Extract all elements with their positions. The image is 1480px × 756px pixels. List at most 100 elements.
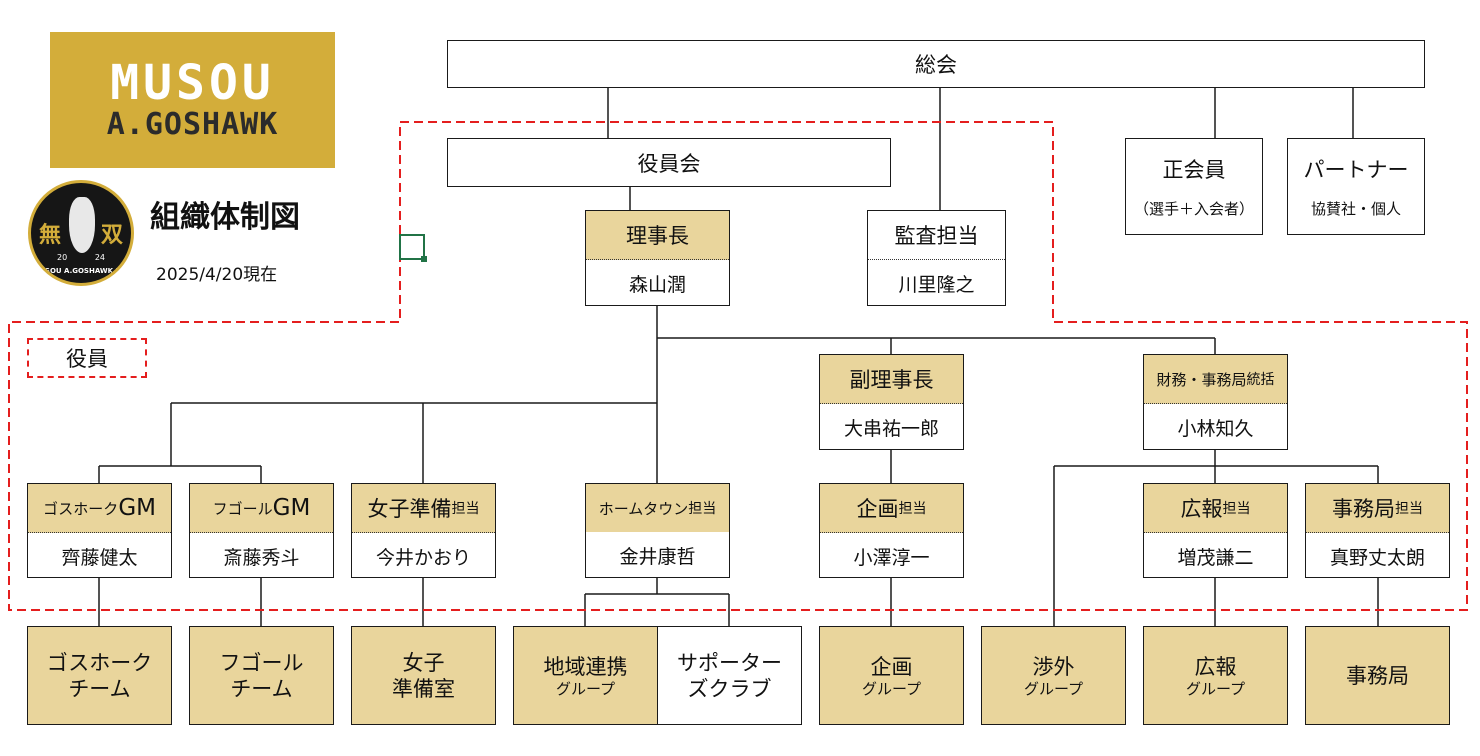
fill-handle[interactable] (421, 256, 427, 262)
finance-role: 財務・事務局統括 (1144, 355, 1287, 404)
goshawk-gm-name: 齊藤健太 (61, 546, 138, 569)
secretariat-role: 事務局担当 (1306, 484, 1449, 533)
chair-role: 理事長 (586, 211, 729, 260)
planning-role: 企画担当 (820, 484, 963, 533)
group-line2: チーム (68, 676, 131, 701)
emblem-year-right: 24 (94, 253, 105, 262)
fugoal-gm-role-prefix: フゴール (212, 499, 273, 518)
vice-chair-name: 大串祐一郎 (843, 417, 939, 440)
planning-card[interactable]: 企画担当 小澤淳一 (819, 483, 964, 578)
planning-role-suffix: 担当 (898, 501, 927, 517)
group-line2: ズクラブ (687, 676, 772, 701)
emblem-kanji-left: 無 (39, 223, 62, 248)
finance-role-suffix: 統括 (1246, 372, 1275, 388)
planning-name: 小澤淳一 (853, 546, 930, 569)
fugoal-gm-name: 斎藤秀斗 (223, 546, 300, 569)
group-external-relations[interactable]: 渉外 グループ (981, 626, 1126, 725)
group-line1: 女子 (402, 650, 445, 675)
partners-title: パートナー (1303, 158, 1409, 182)
group-line1: 企画 (870, 654, 913, 679)
hometown-role-suffix: 担当 (688, 501, 717, 517)
secretariat-name: 真野丈太朗 (1329, 546, 1425, 569)
pr-role-main: 広報 (1180, 497, 1223, 521)
page-title: 組織体制図 (150, 200, 300, 235)
logo-line1: MUSOU (110, 55, 275, 111)
group-line1: サポーター (677, 650, 782, 675)
general-assembly-box[interactable]: 総会 (447, 40, 1425, 88)
emblem-mask-icon (69, 197, 95, 253)
group-fugoal-team[interactable]: フゴール チーム (189, 626, 334, 725)
as-of-date: 2025/4/20現在 (156, 265, 278, 285)
pr-name: 増茂謙二 (1177, 546, 1254, 569)
group-sub: グループ (861, 679, 922, 698)
group-regional-cooperation[interactable]: 地域連携 グループ (513, 626, 658, 725)
finance-name: 小林知久 (1177, 417, 1254, 440)
secretariat-role-suffix: 担当 (1395, 501, 1423, 517)
group-line2: チーム (230, 676, 293, 701)
pr-role: 広報担当 (1144, 484, 1287, 533)
group-line2: 準備室 (392, 676, 455, 701)
logo-line2: A.GOSHAWK (106, 107, 279, 142)
group-line1: 地域連携 (543, 654, 628, 679)
secretariat-role-main: 事務局 (1332, 497, 1395, 521)
hometown-card[interactable]: ホームタウン担当 金井康哲 (585, 483, 730, 578)
group-line1: 事務局 (1346, 663, 1409, 688)
auditor-card[interactable]: 監査担当 川里隆之 (867, 210, 1006, 306)
board-box[interactable]: 役員会 (447, 138, 891, 187)
emblem-kanji-right: 双 (100, 223, 123, 248)
cell-selection-cursor[interactable] (399, 234, 427, 262)
chair-card[interactable]: 理事長 森山潤 (585, 210, 730, 306)
regular-members-box[interactable]: 正会員 （選手＋入会者） (1125, 138, 1263, 235)
secretariat-card[interactable]: 事務局担当 真野丈太朗 (1305, 483, 1450, 578)
finance-role-main: 財務・事務局 (1156, 370, 1247, 389)
planning-role-main: 企画 (856, 497, 899, 521)
group-supporters-club[interactable]: サポーター ズクラブ (657, 626, 802, 725)
group-pr[interactable]: 広報 グループ (1143, 626, 1288, 725)
vice-chair-card[interactable]: 副理事長 大串祐一郎 (819, 354, 964, 450)
hometown-role-main: ホームタウン (598, 499, 689, 518)
women-prep-role: 女子準備担当 (352, 484, 495, 533)
group-line1: 渉外 (1032, 654, 1075, 679)
group-goshawk-team[interactable]: ゴスホーク チーム (27, 626, 172, 725)
women-prep-card[interactable]: 女子準備担当 今井かおり (351, 483, 496, 578)
finance-card[interactable]: 財務・事務局統括 小林知久 (1143, 354, 1288, 450)
goshawk-gm-role-prefix: ゴスホーク (43, 499, 119, 518)
women-prep-role-suffix: 担当 (451, 501, 480, 517)
officers-label: 役員 (27, 338, 147, 378)
group-sub: グループ (1023, 679, 1084, 698)
fugoal-gm-role-main: GM (272, 495, 311, 521)
board-label: 役員会 (637, 151, 701, 176)
pr-role-suffix: 担当 (1222, 501, 1251, 517)
emblem-year-left: 20 (57, 253, 68, 262)
auditor-name: 川里隆之 (898, 273, 975, 296)
group-women-prep-office[interactable]: 女子 準備室 (351, 626, 496, 725)
group-planning[interactable]: 企画 グループ (819, 626, 964, 725)
vice-chair-role: 副理事長 (820, 355, 963, 404)
group-line1: ゴスホーク (46, 650, 153, 675)
hometown-name: 金井康哲 (619, 545, 696, 568)
group-line1: フゴール (219, 650, 304, 675)
auditor-role: 監査担当 (868, 211, 1005, 260)
group-sub: グループ (1185, 679, 1246, 698)
partners-note: 協賛社・個人 (1310, 200, 1401, 218)
group-sub: グループ (555, 679, 616, 698)
hometown-role: ホームタウン担当 (586, 484, 729, 532)
regular-members-note: （選手＋入会者） (1133, 200, 1254, 218)
emblem-ring-text: MUSOU A.GOSHAWK F.C. (32, 267, 130, 275)
general-assembly-label: 総会 (915, 53, 957, 77)
group-secretariat[interactable]: 事務局 (1305, 626, 1450, 725)
brand-logo: MUSOU A.GOSHAWK (50, 32, 335, 168)
pr-card[interactable]: 広報担当 増茂謙二 (1143, 483, 1288, 578)
club-emblem: 無 双 20 24 MUSOU A.GOSHAWK F.C. (28, 180, 134, 286)
women-prep-role-main: 女子準備 (367, 497, 452, 521)
women-prep-name: 今井かおり (375, 546, 471, 569)
group-line1: 広報 (1194, 654, 1237, 679)
goshawk-gm-role-main: GM (118, 495, 156, 521)
partners-box[interactable]: パートナー 協賛社・個人 (1287, 138, 1425, 235)
chair-name: 森山潤 (628, 273, 686, 296)
regular-members-title: 正会員 (1162, 158, 1226, 182)
